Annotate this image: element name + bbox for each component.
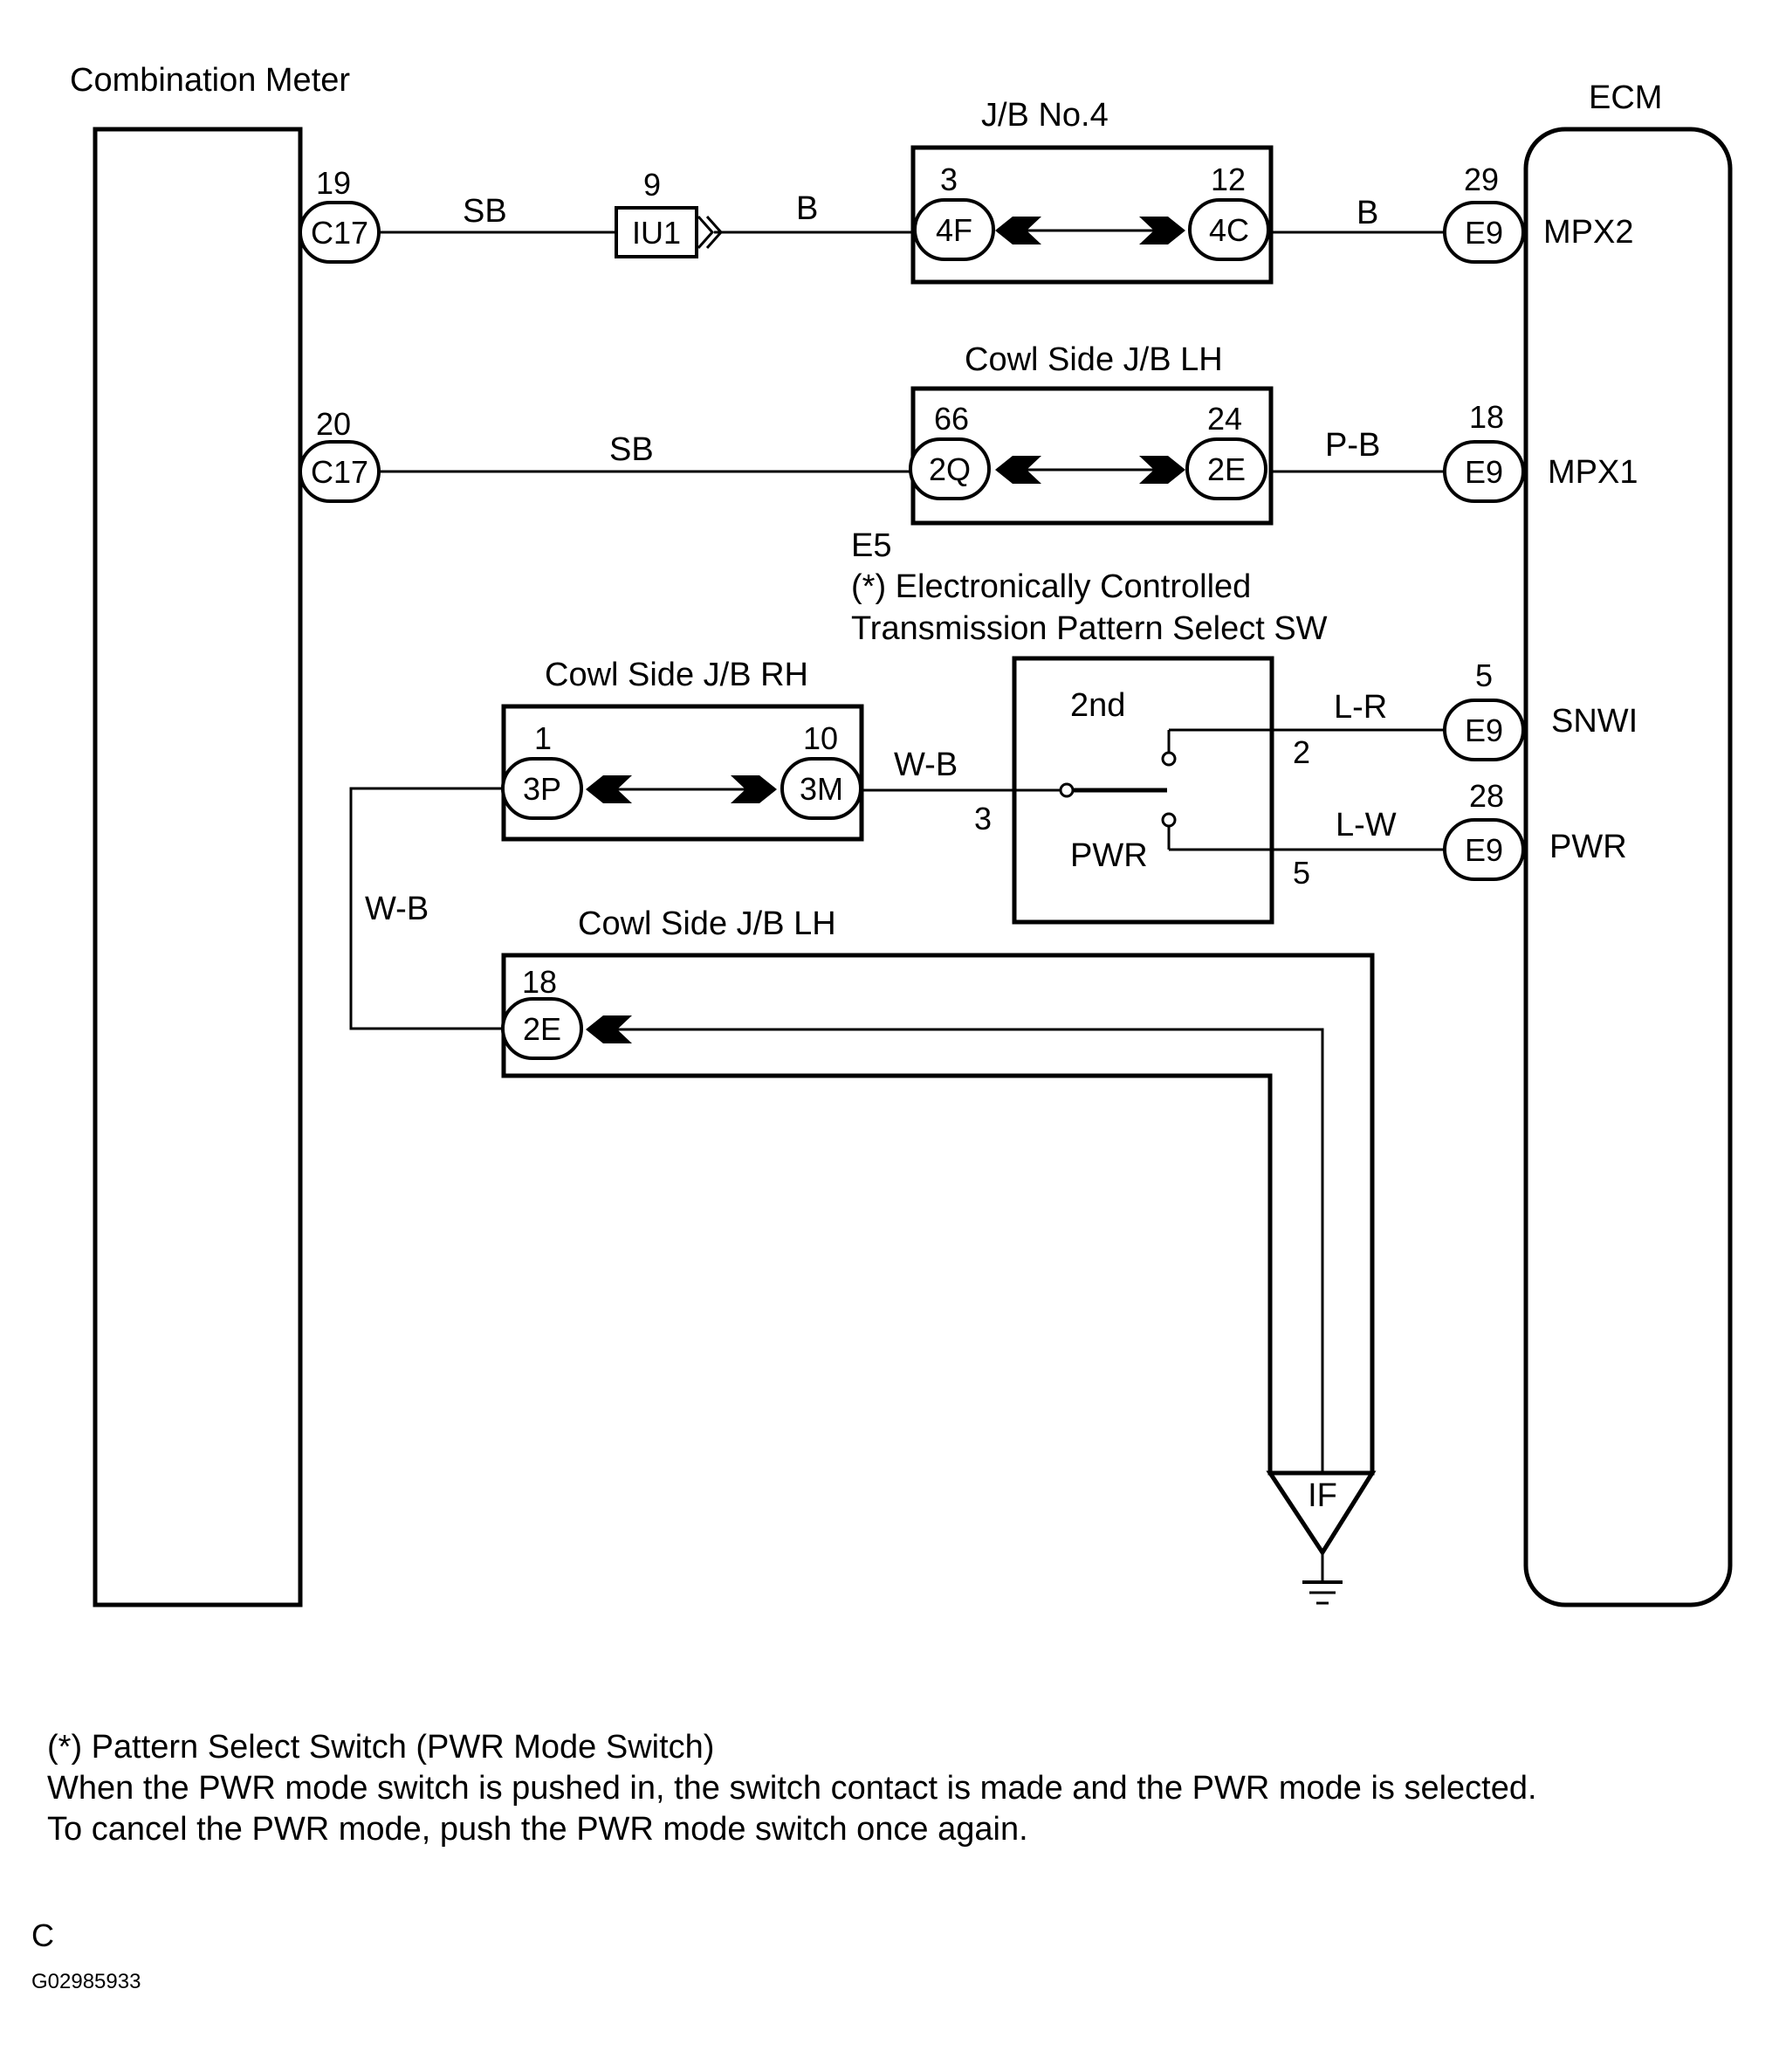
switch-title-line1: (*) Electronically Controlled <box>851 568 1251 605</box>
connector-e9: E9 <box>1465 712 1503 748</box>
connector-3m: 3M <box>800 771 843 807</box>
inline-connector-mark <box>697 216 724 249</box>
wire-color-lr: L-R <box>1334 689 1387 726</box>
ground-label: IF <box>1308 1477 1337 1514</box>
connector-4c: 4C <box>1209 212 1249 248</box>
connector-iu1-label: IU1 <box>632 215 681 251</box>
switch-code: E5 <box>851 527 891 564</box>
pin-number: 1 <box>534 720 552 756</box>
footer-letter: C <box>31 1917 54 1953</box>
footnotes: (*) Pattern Select Switch (PWR Mode Swit… <box>47 1727 1537 1850</box>
pin-number: 12 <box>1211 162 1246 197</box>
switch-position-pwr: PWR <box>1070 837 1148 874</box>
row-mpx1: 20 C17 SB Cowl Side J/B LH 66 2Q 24 2E P… <box>299 341 1638 526</box>
connector-c17: C17 <box>311 215 368 251</box>
wire-color-sb: SB <box>609 431 654 468</box>
footnote-line: (*) Pattern Select Switch (PWR Mode Swit… <box>47 1729 715 1766</box>
figure-id: G02985933 <box>31 1970 141 1993</box>
pattern-select-switch: E5 (*) Electronically Controlled Transmi… <box>851 527 1638 925</box>
row-mpx2: 19 C17 SB 9 IU1 B J/B No.4 3 4F 12 4C B … <box>299 97 1633 285</box>
switch-pin-5: 5 <box>1293 855 1310 891</box>
connector-4f: 4F <box>936 212 972 248</box>
wire-color-lw: L-W <box>1336 807 1397 843</box>
ecm-terminal-snwi: SNWI <box>1551 703 1638 740</box>
combination-meter-box <box>93 127 303 1607</box>
pin-number: 19 <box>316 165 351 201</box>
wire-color-b: B <box>1357 195 1378 231</box>
switch-pin-3: 3 <box>974 801 992 836</box>
cowl-lh-bottom-box <box>501 953 1375 1476</box>
ecm-title: ECM <box>1589 79 1662 116</box>
wire-color-pb: P-B <box>1325 427 1380 464</box>
pin-number: 18 <box>522 964 557 1000</box>
switch-pin-2: 2 <box>1293 734 1310 770</box>
pin-number: 9 <box>643 167 661 203</box>
wire-color-wb: W-B <box>365 891 429 927</box>
wire-color-wb: W-B <box>894 747 958 783</box>
cowl-lh-bottom-title: Cowl Side J/B LH <box>578 905 836 942</box>
connector-c17: C17 <box>311 454 368 490</box>
ecm-terminal-mpx1: MPX1 <box>1548 454 1638 491</box>
pin-number: 24 <box>1207 401 1242 437</box>
connector-iu1 <box>615 206 698 258</box>
connector-e9: E9 <box>1465 832 1503 868</box>
ecm-terminal-mpx2: MPX2 <box>1543 214 1633 251</box>
switch-position-2nd: 2nd <box>1070 687 1125 724</box>
jb4-title: J/B No.4 <box>981 97 1109 134</box>
connector-e9: E9 <box>1465 454 1503 490</box>
connector-3p: 3P <box>523 771 561 807</box>
footnote-line: To cancel the PWR mode, push the PWR mod… <box>47 1811 1028 1848</box>
connector-2e: 2E <box>523 1011 561 1047</box>
connector-2e: 2E <box>1207 451 1246 487</box>
connector-e9: E9 <box>1465 215 1503 251</box>
pin-number: 20 <box>316 406 351 442</box>
ground-if: IF <box>1266 1470 1377 1605</box>
pin-number: 5 <box>1475 657 1493 693</box>
ecm-terminal-pwr: PWR <box>1549 829 1627 865</box>
cowl-lh-title: Cowl Side J/B LH <box>965 341 1223 378</box>
wire-color-b: B <box>796 190 818 227</box>
cowl-rh-title: Cowl Side J/B RH <box>545 657 808 693</box>
pin-number: 66 <box>934 401 969 437</box>
connector-2q: 2Q <box>929 451 971 487</box>
wire-color-sb: SB <box>463 193 507 230</box>
pin-number: 10 <box>803 720 838 756</box>
switch-title-line2: Transmission Pattern Select SW <box>851 610 1328 647</box>
cowl-rh: Cowl Side J/B RH 1 3P 10 3M W-B <box>501 657 958 842</box>
wire-wb-loop <box>349 787 504 1030</box>
pin-number: 3 <box>940 162 958 197</box>
pin-number: 18 <box>1469 399 1504 435</box>
ecm-box <box>1523 127 1733 1607</box>
pin-number: 28 <box>1469 778 1504 814</box>
pin-number: 29 <box>1464 162 1499 197</box>
footnote-line: When the PWR mode switch is pushed in, t… <box>47 1770 1537 1807</box>
cowl-lh-bottom: Cowl Side J/B LH 18 2E <box>501 905 1375 1552</box>
combination-meter-title: Combination Meter <box>70 62 350 99</box>
